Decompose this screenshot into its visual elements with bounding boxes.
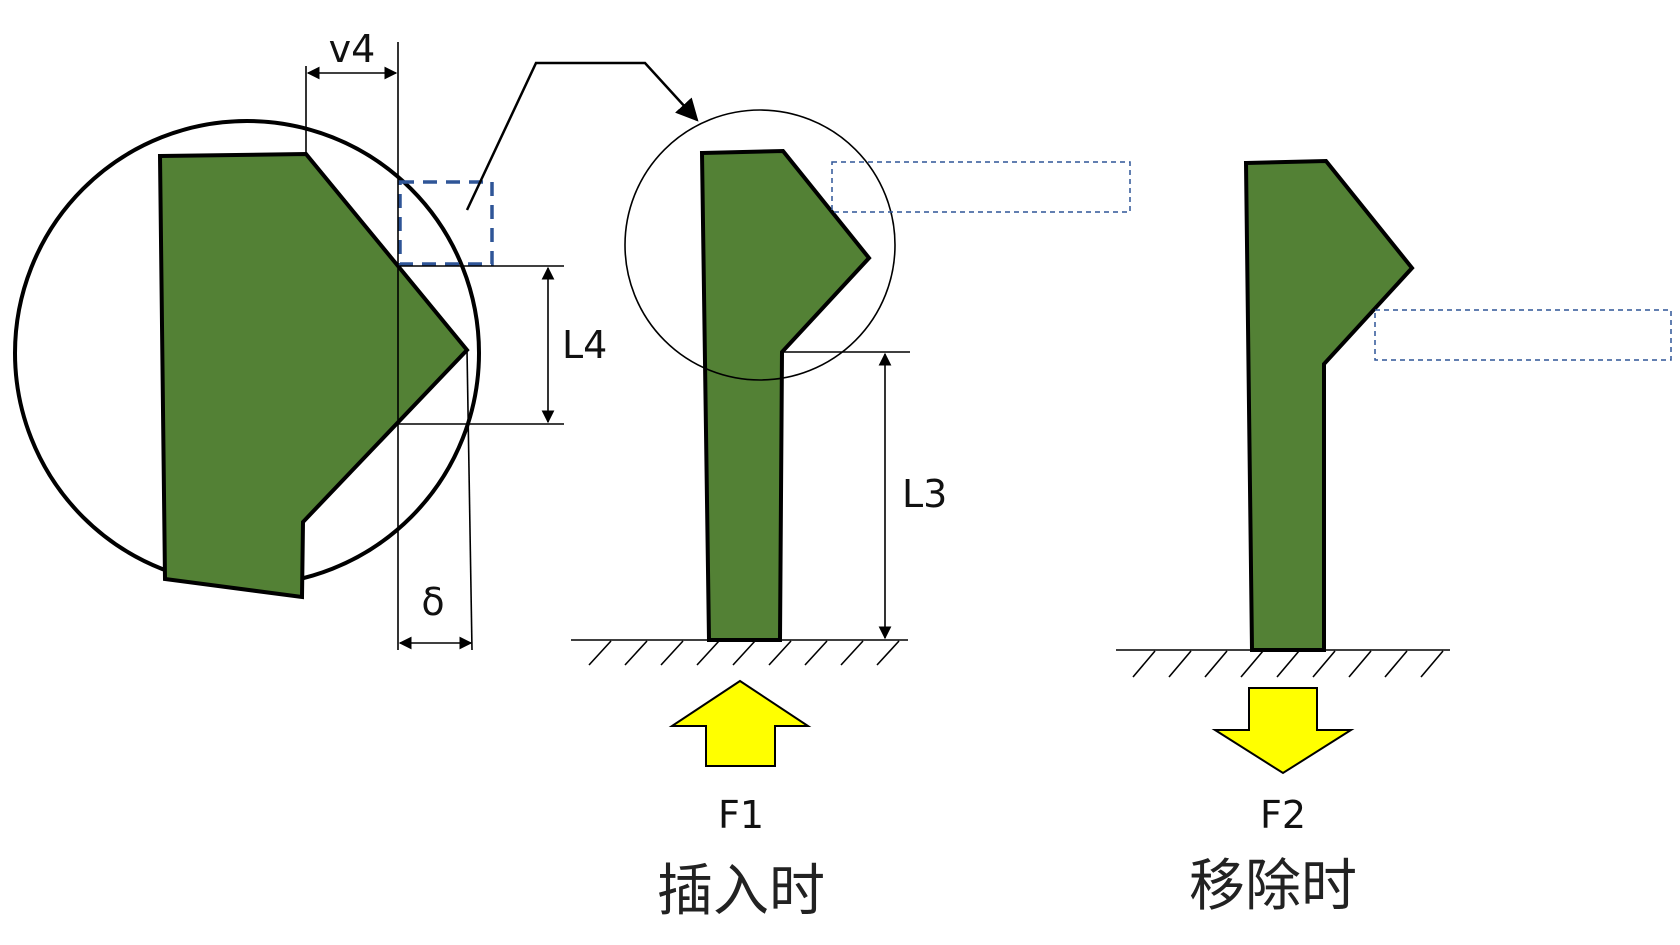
f1-label: F1 [718, 793, 764, 837]
insertion-detail-circle [624, 109, 896, 381]
insertion-hook [699, 148, 872, 642]
delta-label: δ [421, 580, 444, 624]
magnified-dashed-box [398, 180, 494, 266]
l4-label: L4 [562, 323, 607, 367]
zoom-connector-line [465, 61, 699, 211]
insertion-ground [571, 639, 908, 666]
magnified-view: v4 L4 δ [13, 27, 699, 651]
removal-hook [1243, 158, 1415, 652]
f2-label: F2 [1260, 793, 1306, 837]
insertion-caption: 插入时 [657, 859, 825, 924]
removal-caption: 移除时 [1189, 854, 1357, 919]
removal-dashed-box [1374, 309, 1672, 361]
insertion-view: L3 F1 插入时 [571, 109, 1131, 924]
removal-ground [1116, 649, 1450, 678]
v4-label: v4 [329, 27, 376, 71]
insertion-dashed-box [831, 161, 1131, 213]
down-arrow-icon [1211, 687, 1355, 775]
magnified-hook [157, 151, 470, 600]
up-arrow-icon [668, 679, 812, 767]
l3-label: L3 [902, 472, 947, 516]
removal-view: F2 移除时 [1116, 158, 1672, 919]
delta-extension-line [466, 349, 473, 651]
